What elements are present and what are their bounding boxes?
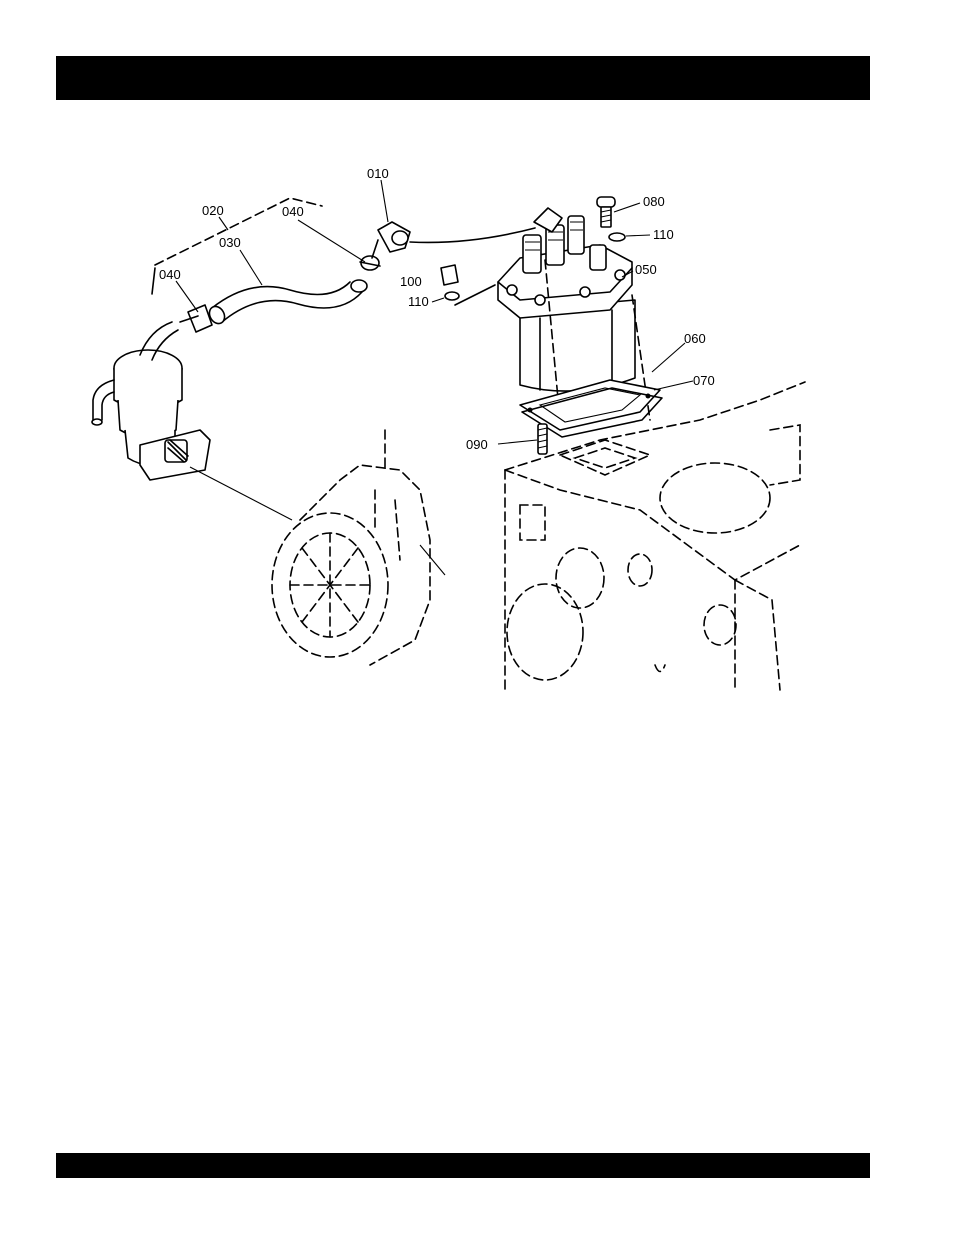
callout-050: 050 bbox=[635, 262, 657, 277]
stud-bolt bbox=[538, 424, 547, 454]
callout-070: 070 bbox=[693, 373, 715, 388]
callout-080: 080 bbox=[643, 194, 665, 209]
footer-bar bbox=[56, 1153, 870, 1178]
callout-110-lower: 110 bbox=[408, 294, 429, 309]
fuel-injection-pump-exploded-diagram: 010 020 040 030 040 080 110 050 100 110 … bbox=[0, 0, 954, 720]
callout-030: 030 bbox=[219, 235, 241, 250]
callout-090: 090 bbox=[466, 437, 488, 452]
engine-block bbox=[505, 382, 805, 690]
callout-040-upper: 040 bbox=[282, 204, 304, 219]
fuel-feed-pump bbox=[92, 322, 210, 480]
callout-020: 020 bbox=[202, 203, 224, 218]
callout-060: 060 bbox=[684, 331, 706, 346]
callout-100: 100 bbox=[400, 274, 422, 289]
callout-110-upper: 110 bbox=[653, 227, 674, 242]
banjo-fitting bbox=[372, 222, 535, 258]
callout-040-lower: 040 bbox=[159, 267, 181, 282]
fuel-hose-assembly bbox=[152, 198, 380, 332]
callout-010: 010 bbox=[367, 166, 389, 181]
gear-housing bbox=[272, 430, 445, 665]
